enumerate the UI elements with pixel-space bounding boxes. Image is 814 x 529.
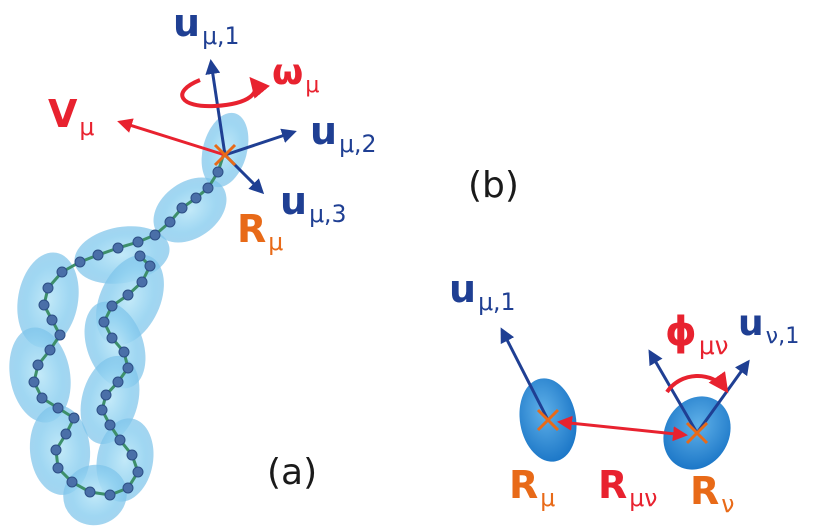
omega-rotation-arrow <box>180 76 270 109</box>
center-cross-a <box>213 143 237 167</box>
label-omega-mu: ωμ <box>272 52 320 98</box>
panel-label-a: (a) <box>267 452 318 493</box>
label-r-mu-a: Rμ <box>237 207 284 257</box>
u-mu1-arrow-b <box>500 327 550 421</box>
label-r-munu: Rμν <box>598 463 658 513</box>
u-nu1-arrow-b <box>695 359 750 434</box>
reference-axis-b <box>648 349 699 434</box>
r-munu-arrow <box>557 415 688 442</box>
u-mu1-arrow-a <box>205 59 227 156</box>
chain-beads <box>28 166 224 501</box>
polymer-chain <box>9 112 249 526</box>
label-r-mu-b: Rμ <box>509 463 556 513</box>
blob-axes-a <box>117 59 297 195</box>
label-u-mu3-a: uμ,3 <box>280 179 347 229</box>
panel-label-b: (b) <box>468 165 519 206</box>
u-mu2-arrow-a <box>224 128 297 157</box>
center-cross-nu-b <box>685 421 709 445</box>
label-r-nu-b: Rν <box>690 469 735 519</box>
center-cross-mu-b <box>536 408 560 432</box>
label-v-mu: Vμ <box>48 92 95 142</box>
blob-pair-b <box>500 327 750 470</box>
phi-angle-arc <box>665 371 729 394</box>
label-u-mu1-b: uμ,1 <box>449 267 516 317</box>
label-phi-munu: ϕμν <box>665 309 729 360</box>
label-u-nu1-b: uν,1 <box>738 303 800 349</box>
label-u-mu2-a: uμ,2 <box>310 109 377 159</box>
v-mu-arrow <box>117 118 226 157</box>
label-u-mu1-a: uμ,1 <box>173 1 240 51</box>
